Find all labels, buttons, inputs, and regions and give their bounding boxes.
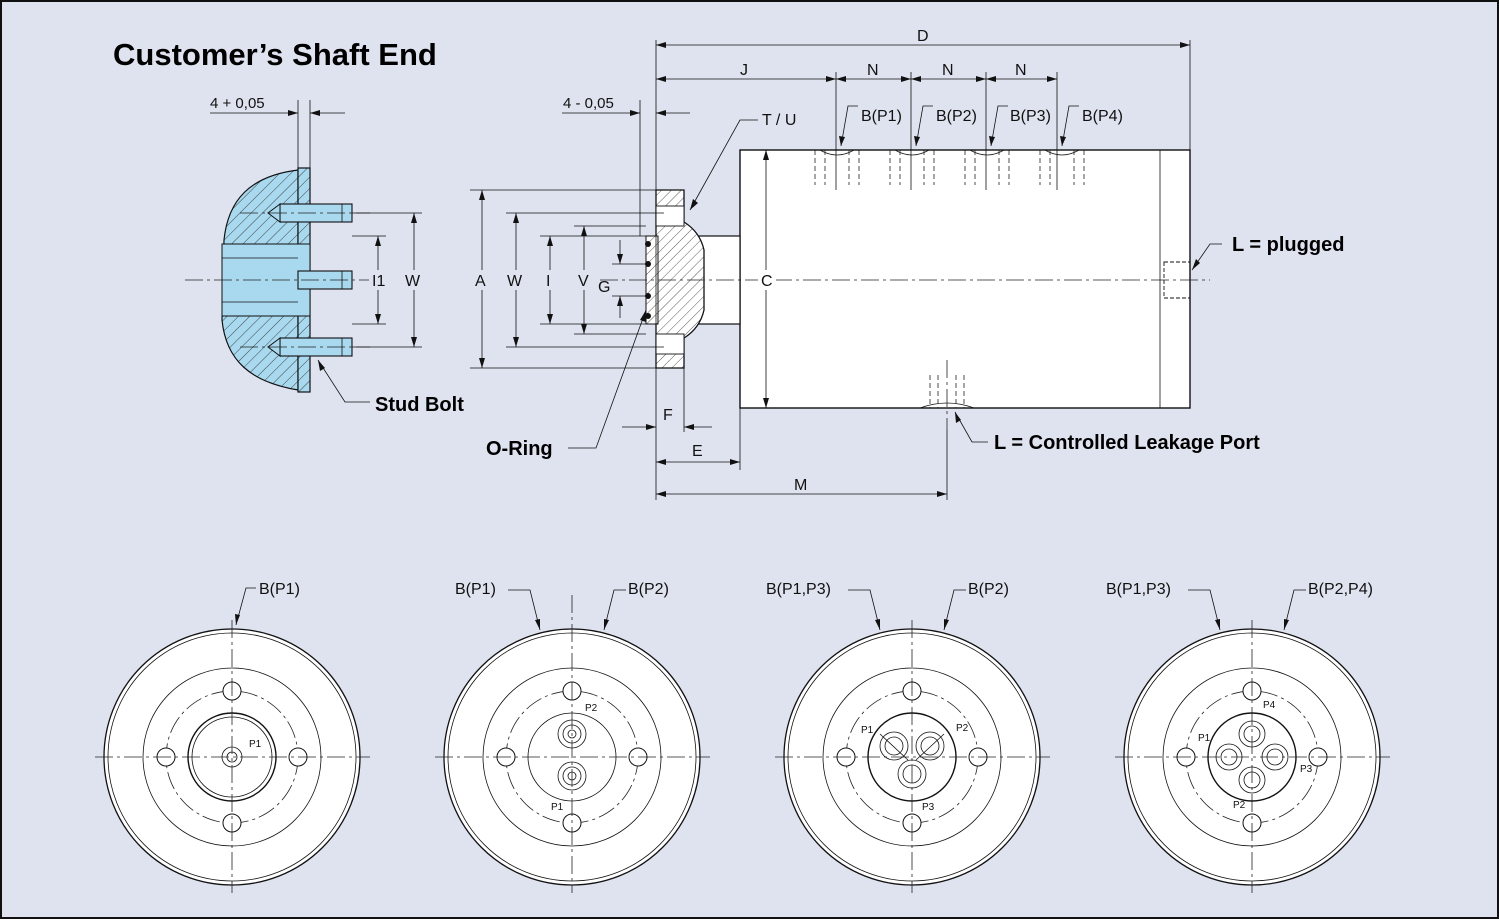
port-b-p1-label: B(P1) [861,108,902,125]
l-controlled-callout: L = Controlled Leakage Port [994,432,1260,454]
dim-w-label: W [405,273,421,290]
tolerance-plus-label: 4 + 0,05 [210,95,265,112]
dim-m-label: M [794,477,807,494]
dim-g-label: G [598,279,610,296]
dim-d-label: D [917,28,929,45]
end-view-3: P1 P2 P3 B(P1,P3) B(P2) [766,581,1050,893]
stud-bolt-callout: Stud Bolt [375,394,464,416]
end-view-3-port-p3: P3 [922,802,935,813]
port-b-p4-label: B(P4) [1082,108,1123,125]
end-view-1-port-p1: P1 [249,739,262,750]
end-view-3-port-p1: P1 [861,725,874,736]
end-view-1: P1 B(P1) [95,581,370,893]
dim-n3-label: N [1015,62,1027,79]
l-plugged-callout: L = plugged [1232,234,1344,256]
end-view-4-left-label: B(P1,P3) [1106,581,1171,598]
end-view-3-port-p2: P2 [956,723,969,734]
drawing-title: Customer’s Shaft End [113,37,437,72]
dim-j-label: J [740,62,748,79]
dim-i-label: I [546,273,550,290]
end-view-2-port-p1: P1 [551,802,564,813]
end-view-4-right-label: B(P2,P4) [1308,581,1373,598]
end-view-1-right-label: B(P1) [259,581,300,598]
dim-a-label: A [475,273,486,290]
dim-w-main-label: W [507,273,523,290]
end-view-2: P2 P1 B(P1) B(P2) [435,581,710,893]
end-view-4: P4 P1 P3 P2 B(P1,P3) B(P2,P4) [1106,581,1390,893]
dim-tu-label: T / U [762,112,796,129]
main-unit-view: D J N N N B(P1) B(P2) B(P3) B(P4) 4 - [470,28,1344,500]
dim-e-label: E [692,443,703,460]
dim-f-label: F [663,407,673,424]
port-b-p3-label: B(P3) [1010,108,1051,125]
end-view-2-port-p2: P2 [585,703,598,714]
end-view-3-left-label: B(P1,P3) [766,581,831,598]
end-view-4-port-p1: P1 [1198,733,1211,744]
end-view-3-right-label: B(P2) [968,581,1009,598]
dim-c-label: C [761,273,773,290]
end-view-2-right-label: B(P2) [628,581,669,598]
port-b-p2-label: B(P2) [936,108,977,125]
shaft-end-section: 4 + 0,05 I1 W Stud Bolt [185,95,464,416]
end-view-4-port-p3: P3 [1300,764,1313,775]
dim-n2-label: N [942,62,954,79]
end-view-2-left-label: B(P1) [455,581,496,598]
dim-i1-label: I1 [372,273,385,290]
o-ring-callout: O-Ring [486,438,553,460]
end-view-4-port-p2: P2 [1233,800,1246,811]
tolerance-minus-label: 4 - 0,05 [563,95,614,112]
dim-n1-label: N [867,62,879,79]
dim-v-label: V [578,273,589,290]
rotary-union-body [739,149,1191,409]
end-view-4-port-p4: P4 [1263,700,1276,711]
